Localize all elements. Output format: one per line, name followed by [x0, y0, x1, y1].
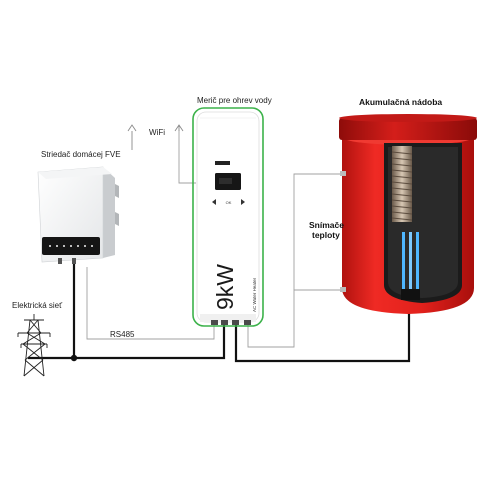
signal-wiring [86, 130, 344, 348]
arrow-right-icon [241, 199, 245, 205]
wifi-label: WiFi [149, 128, 165, 137]
power-wiring [28, 264, 411, 363]
inverter-label: Striedač domácej FVE [41, 150, 121, 159]
heater-meter-device [192, 107, 264, 327]
device-logo [215, 161, 230, 165]
meter-label: Merič pre ohrev vody [197, 96, 272, 105]
power-tower-icon [17, 314, 51, 377]
junction-dot [70, 354, 78, 362]
sensor-port-bottom [340, 287, 346, 292]
device-subtitle: AC Water Heater [252, 277, 257, 312]
device-power-rating: 9kW [212, 264, 238, 310]
heat-exchanger-coil [391, 146, 413, 222]
rs485-label: RS485 [110, 330, 135, 339]
sensors-label-line2: teploty [312, 230, 340, 240]
sensor-port-top [340, 171, 346, 176]
storage-tank [339, 114, 477, 314]
sensors-label-line1: Snímače [309, 220, 344, 230]
heating-element [401, 232, 420, 300]
device-ok-key: OK [226, 200, 232, 205]
antenna-icon [127, 124, 184, 150]
arrow-left-icon [212, 199, 216, 205]
inverter-device [37, 166, 119, 264]
tank-label: Akumulačná nádoba [359, 97, 443, 107]
grid-label: Elektrická sieť [12, 301, 63, 310]
